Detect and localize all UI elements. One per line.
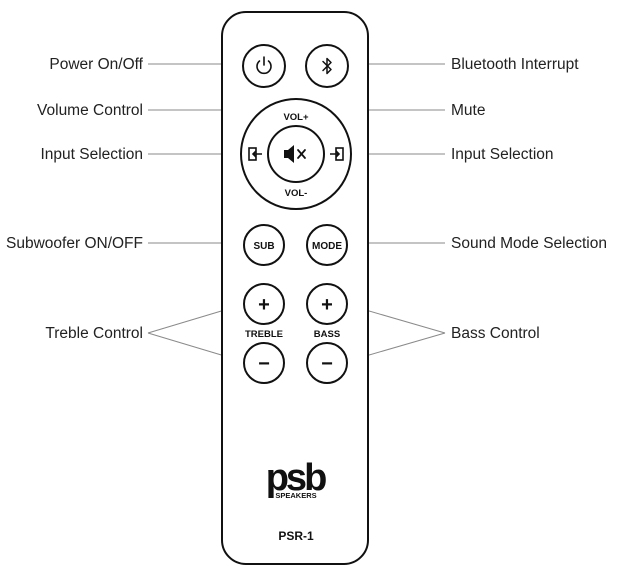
- input-right-button[interactable]: [330, 147, 344, 161]
- plus-icon: +: [258, 294, 270, 316]
- minus-icon: −: [321, 353, 333, 375]
- volume-down-button[interactable]: VOL-: [285, 188, 308, 199]
- callout-bluetooth: Bluetooth Interrupt: [451, 56, 579, 73]
- mode-button-label: MODE: [312, 241, 342, 252]
- volume-up-button[interactable]: VOL+: [283, 112, 309, 123]
- volume-input-dpad: VOL+ VOL-: [240, 98, 352, 210]
- mute-icon: [284, 145, 306, 163]
- sub-button[interactable]: SUB: [243, 224, 285, 266]
- callout-power: Power On/Off: [49, 56, 143, 73]
- treble-label: TREBLE: [245, 329, 283, 340]
- input-right-arrow-icon: [330, 150, 341, 158]
- input-left-arrow-icon: [251, 150, 262, 158]
- mode-button[interactable]: MODE: [306, 224, 348, 266]
- callout-subwoofer: Subwoofer ON/OFF: [6, 235, 143, 252]
- bass-label: BASS: [314, 329, 340, 340]
- mute-button[interactable]: [267, 125, 325, 183]
- callout-input-left: Input Selection: [40, 146, 143, 163]
- psb-logo-subtext: SPEAKERS: [275, 491, 316, 500]
- treble-down-button[interactable]: −: [243, 342, 285, 384]
- psb-logo: psb SPEAKERS: [266, 457, 329, 500]
- callout-treble: Treble Control: [45, 325, 143, 342]
- power-button[interactable]: [242, 44, 286, 88]
- psb-logo-text: psb: [266, 457, 326, 499]
- callout-bass: Bass Control: [451, 325, 540, 342]
- callout-input-right: Input Selection: [451, 146, 554, 163]
- minus-icon: −: [258, 353, 270, 375]
- bass-up-button[interactable]: +: [306, 283, 348, 325]
- plus-icon: +: [321, 294, 333, 316]
- power-icon: [256, 56, 272, 75]
- callout-sound-mode: Sound Mode Selection: [451, 235, 607, 252]
- sub-button-label: SUB: [253, 241, 274, 252]
- input-left-button[interactable]: [248, 147, 262, 161]
- model-label: PSR-1: [278, 529, 314, 543]
- bluetooth-icon: [322, 57, 332, 75]
- callout-mute: Mute: [451, 102, 485, 119]
- callout-volume: Volume Control: [37, 102, 143, 119]
- bass-down-button[interactable]: −: [306, 342, 348, 384]
- treble-up-button[interactable]: +: [243, 283, 285, 325]
- bluetooth-button[interactable]: [305, 44, 349, 88]
